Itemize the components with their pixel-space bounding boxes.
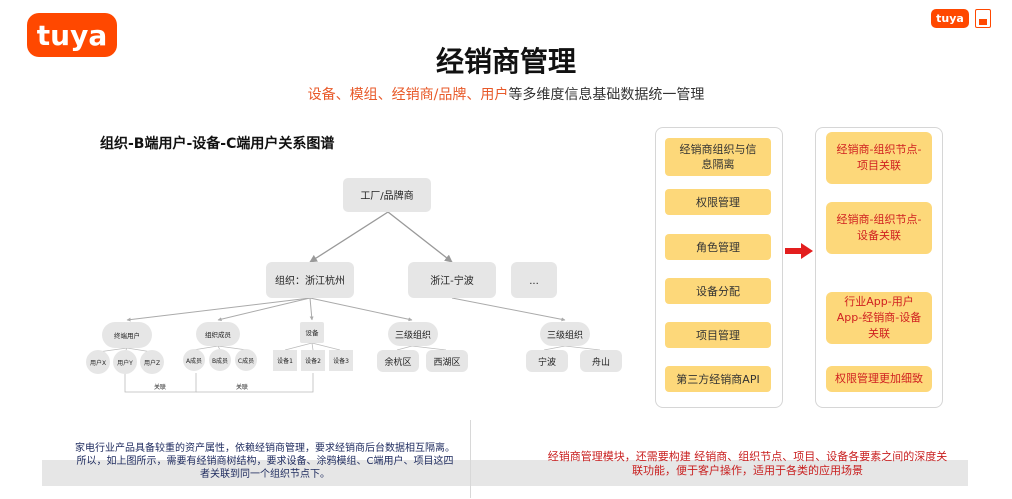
group-members-label: 组织成员 <box>205 330 232 339</box>
org-more-node <box>511 262 557 298</box>
org-ningbo-node <box>408 262 496 298</box>
device-3-node <box>329 350 353 371</box>
feature-project: 项目管理 <box>665 322 771 348</box>
device-2-node <box>301 350 325 371</box>
subtitle-rest: 等多维度信息基础数据统一管理 <box>508 87 705 103</box>
tuya-logo: tuya <box>27 13 117 57</box>
feature-org-isolation: 经销商组织与信息隔离 <box>665 138 771 176</box>
user-x-node <box>86 350 110 374</box>
bottom-divider <box>470 420 471 498</box>
region-xihu-node <box>426 350 468 372</box>
org-ningbo-label: 浙江-宁波 <box>430 274 474 287</box>
subtitle-highlight: 设备、模组、经销商/品牌、用户 <box>307 87 509 103</box>
tuya-small-logo: tuya <box>931 9 969 28</box>
org-hangzhou-node <box>266 262 354 298</box>
user-x-label: 用户X <box>90 359 106 367</box>
device-2-label: 设备2 <box>305 357 321 365</box>
partner-logo-icon <box>975 9 991 28</box>
diagram-heading: 组织-B端用户-设备-C端用户关系图谱 <box>100 136 335 152</box>
member-c-label: C成员 <box>238 357 254 365</box>
feature-permission: 权限管理 <box>665 189 771 215</box>
group-members <box>196 322 240 346</box>
device-1-label: 设备1 <box>277 357 293 365</box>
device-3-label: 设备3 <box>333 357 349 365</box>
link-lines <box>124 373 314 393</box>
page-title: 经销商管理 <box>435 45 576 78</box>
feature-third-party-api: 第三方经销商API <box>665 366 771 392</box>
org-more-label: ... <box>529 276 539 287</box>
group-sub-org-hz <box>388 322 438 346</box>
link-label-2: 关联 <box>236 383 248 391</box>
region-yuhang-node <box>377 350 419 372</box>
region-ningbo-node <box>526 350 568 372</box>
region-ningbo-label: 宁波 <box>538 356 556 368</box>
user-y-node <box>113 350 137 374</box>
assoc-app-user: 行业App-用户App-经销商-设备关联 <box>826 292 932 344</box>
group-end-users <box>102 322 152 348</box>
region-xihu-label: 西湖区 <box>433 357 460 368</box>
org-hangzhou-label: 组织：浙江杭州 <box>275 274 345 287</box>
root-node-label: 工厂/品牌商 <box>360 189 413 202</box>
group-sub-org-nb <box>540 322 590 346</box>
region-yuhang-label: 余杭区 <box>384 356 411 368</box>
assoc-device: 经销商-组织节点-设备关联 <box>826 202 932 254</box>
bottom-left-text: 家电行业产品具备较重的资产属性，依赖经销商管理，要求经销商后台数据相互隔离。所以… <box>75 443 455 480</box>
user-y-label: 用户Y <box>117 359 133 367</box>
region-zhoushan-node <box>580 350 622 372</box>
member-a-label: A成员 <box>186 357 202 365</box>
assoc-permission: 权限管理更加细致 <box>826 366 932 392</box>
link-label-1: 关联 <box>154 383 166 391</box>
group-devices-label: 设备 <box>306 328 320 337</box>
group-sub-org-nb-label: 三级组织 <box>547 329 583 341</box>
region-zhoushan-label: 舟山 <box>592 356 610 368</box>
page-subtitle: 设备、模组、经销商/品牌、用户等多维度信息基础数据统一管理 <box>0 84 1012 104</box>
assoc-project: 经销商-组织节点-项目关联 <box>826 132 932 184</box>
member-c-node <box>235 349 257 371</box>
group-devices <box>300 322 324 343</box>
feature-role: 角色管理 <box>665 234 771 260</box>
user-z-node <box>140 350 164 374</box>
feature-device-allocation: 设备分配 <box>665 278 771 304</box>
device-1-node <box>273 350 297 371</box>
bottom-right-text: 经销商管理模块，还需要构建 经销商、组织节点、项目、设备各要素之间的深度关联功能… <box>547 450 948 477</box>
red-arrow-icon <box>785 243 813 259</box>
hz-edges <box>126 297 566 322</box>
member-a-node <box>183 349 205 371</box>
bottom-band <box>42 460 968 486</box>
root-edges <box>309 211 453 263</box>
root-node <box>343 178 431 212</box>
group-end-users-label: 终端用户 <box>114 331 140 340</box>
member-b-label: B成员 <box>212 357 228 365</box>
member-b-node <box>209 349 231 371</box>
user-z-label: 用户Z <box>144 359 160 367</box>
group-sub-org-hz-label: 三级组织 <box>395 329 431 341</box>
